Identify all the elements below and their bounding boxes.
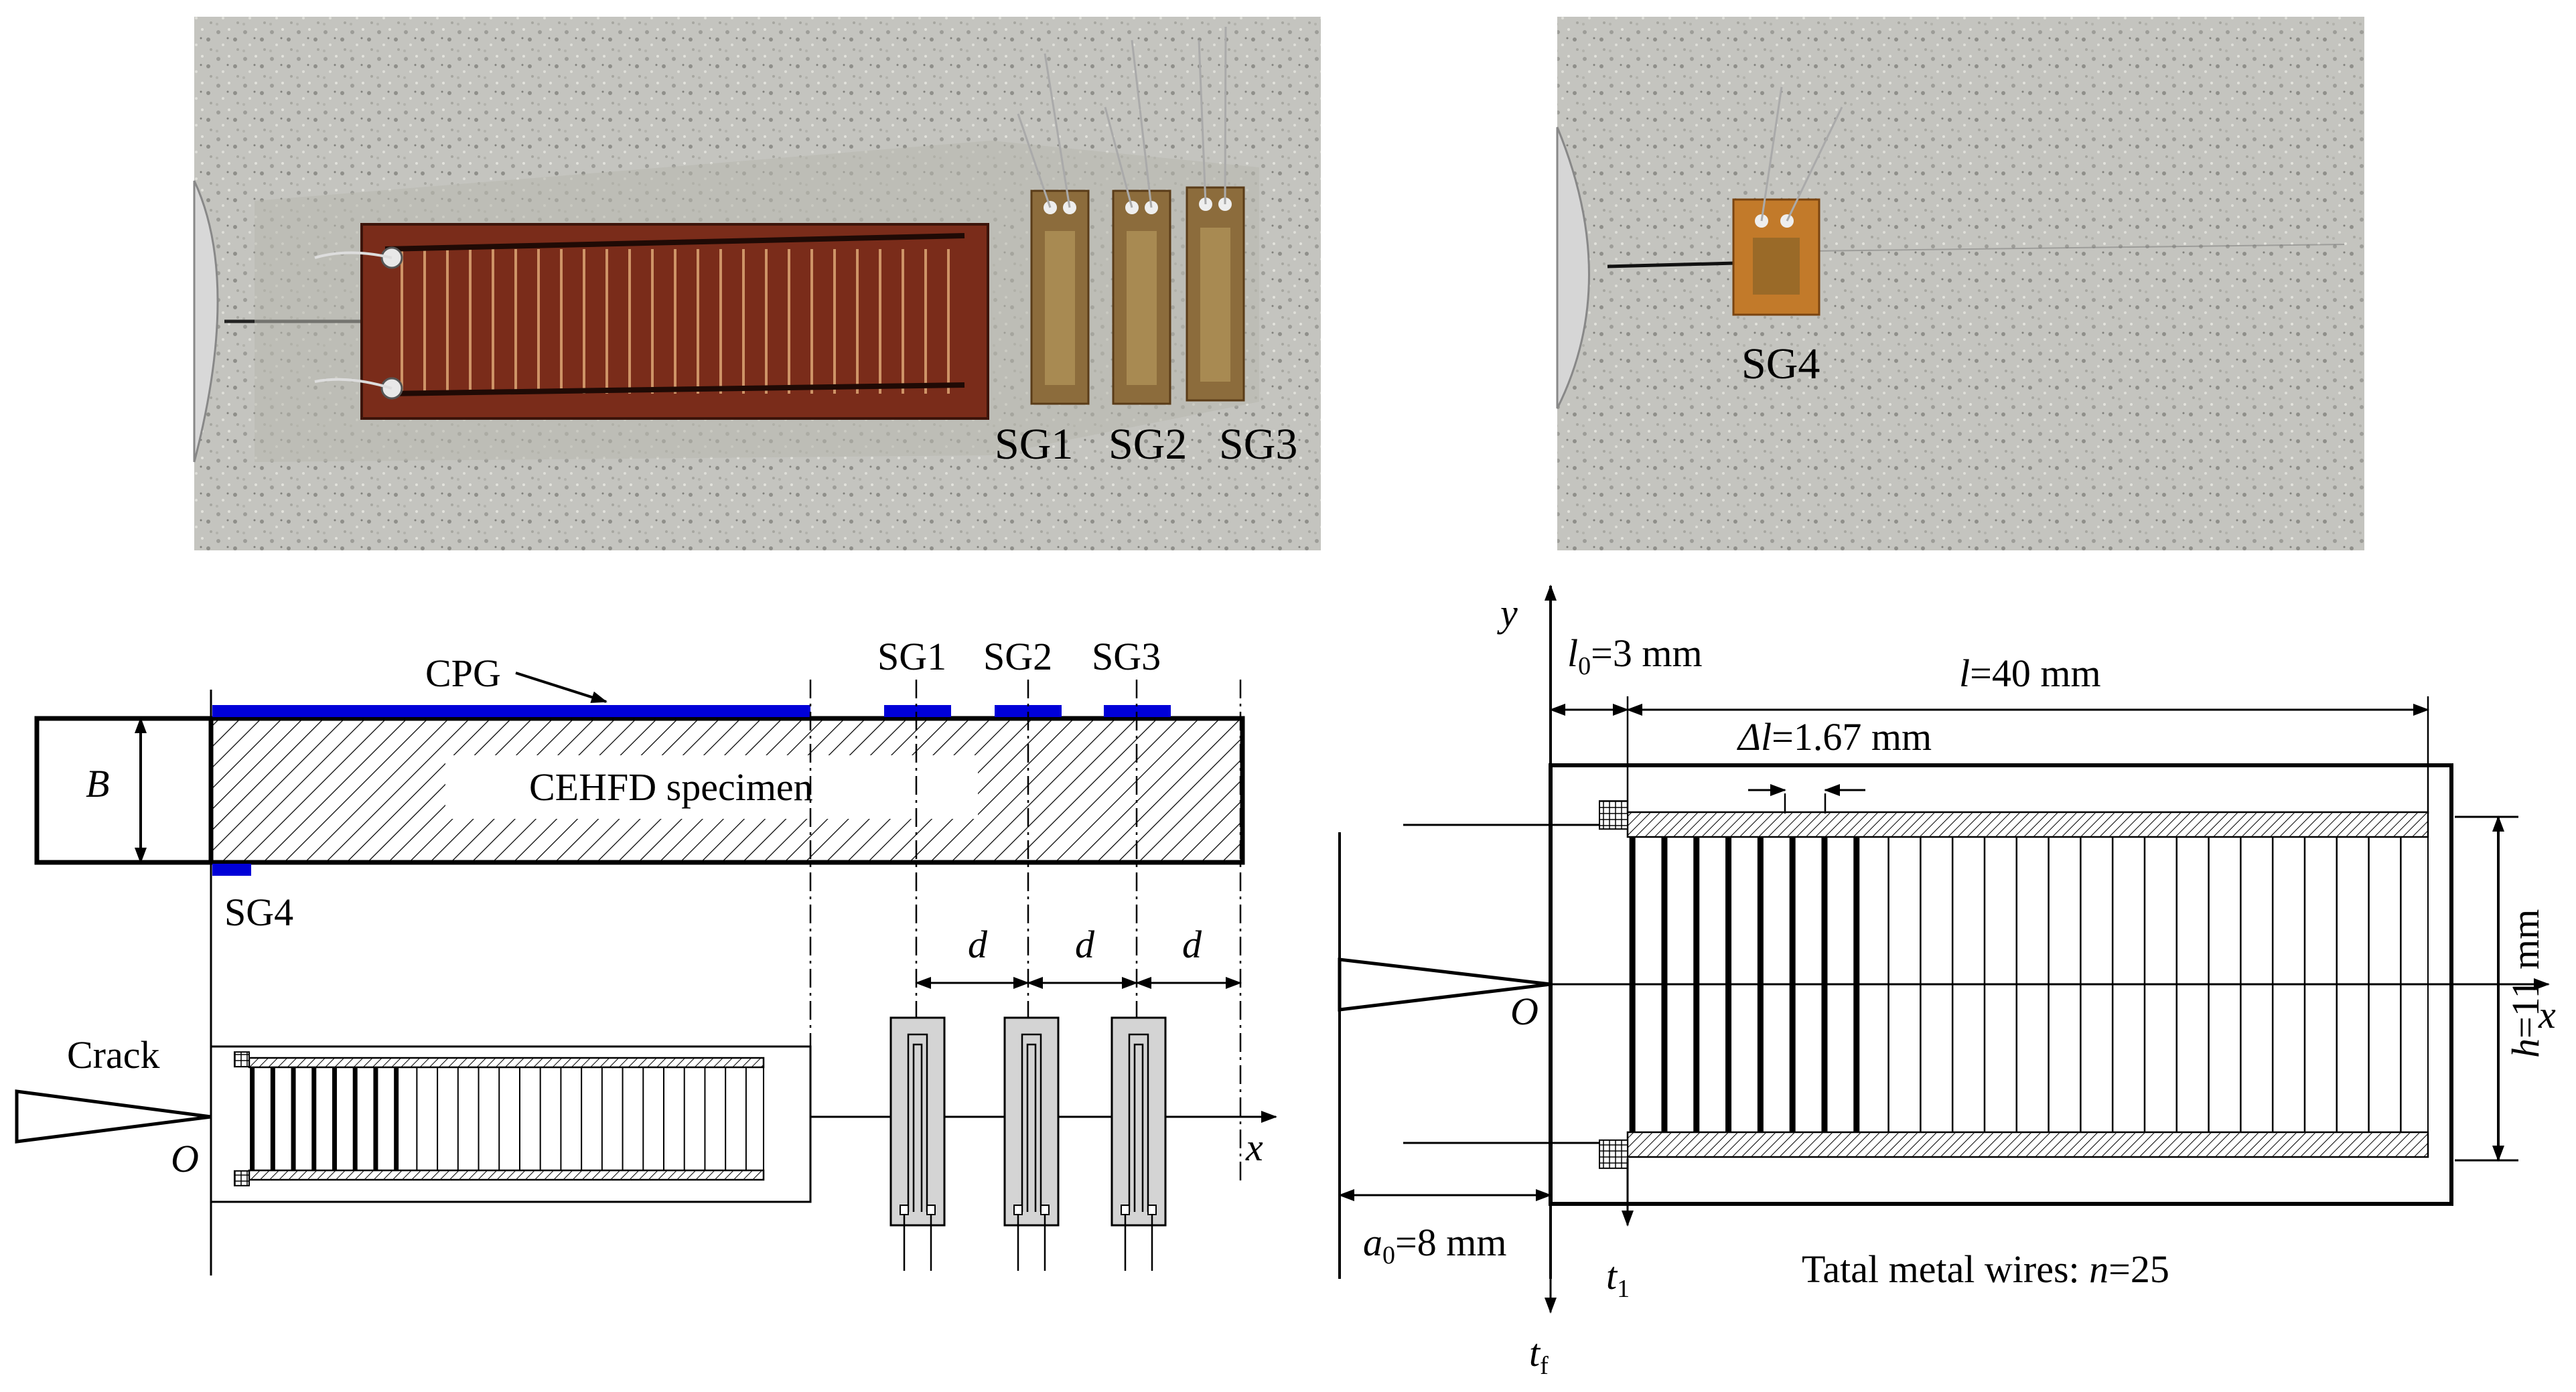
plan-strain-gauges bbox=[889, 1016, 1167, 1271]
cpg-plan bbox=[234, 1051, 765, 1186]
spacing-label-2: d bbox=[1075, 923, 1095, 966]
gauge-tab bbox=[926, 1205, 936, 1215]
notch-block bbox=[34, 716, 214, 865]
sg1-strip bbox=[884, 705, 951, 717]
l-label: l=40 mm bbox=[1959, 651, 2101, 695]
notch-hole bbox=[193, 180, 219, 463]
cpg-terminal bbox=[1599, 800, 1628, 830]
gauge-grid bbox=[907, 1033, 928, 1212]
cpg-wire-lines bbox=[401, 249, 950, 394]
side-view-diagram: CEHFD specimen B CPG SG1 SG2 SG3 SG4 d d bbox=[15, 635, 1277, 1275]
origin-label-side: O bbox=[171, 1137, 199, 1180]
x-axis-label-side: x bbox=[1245, 1126, 1263, 1169]
specimen-label: CEHFD specimen bbox=[529, 765, 813, 809]
photo-label-sg4: SG4 bbox=[1741, 339, 1820, 388]
photo-cpg-specimen: SG1 SG2 SG3 bbox=[193, 17, 1321, 550]
notch-hole bbox=[1556, 127, 1590, 409]
side-label-sg3: SG3 bbox=[1092, 635, 1161, 678]
tf-label: tf bbox=[1529, 1331, 1549, 1380]
t1-label: t1 bbox=[1606, 1254, 1630, 1303]
side-label-sg1: SG1 bbox=[877, 635, 946, 678]
cpg-bus-bottom bbox=[1626, 1131, 2429, 1158]
cpg-label: CPG bbox=[425, 651, 501, 695]
photo-sg4-specimen: SG4 bbox=[1556, 17, 2364, 550]
l0-label: l0=3 mm bbox=[1567, 631, 1703, 680]
cpg-bus-bottom bbox=[248, 1169, 765, 1181]
gauge-grid bbox=[1128, 1033, 1149, 1212]
photo-crack-line bbox=[1607, 261, 1735, 268]
x-axis-label-detail: x bbox=[2538, 993, 2556, 1036]
thickness-label: B bbox=[86, 762, 109, 805]
cpg-terminal bbox=[234, 1051, 250, 1068]
spacing-label-3: d bbox=[1182, 923, 1202, 966]
photo-strain-gauge-3 bbox=[1186, 26, 1245, 402]
gauge-tab bbox=[900, 1205, 909, 1215]
crack-tip-icon bbox=[15, 1089, 212, 1144]
cpg-terminal bbox=[234, 1170, 250, 1186]
side-label-sg2: SG2 bbox=[983, 635, 1052, 678]
cpg-bus-top bbox=[248, 1057, 765, 1069]
sg2-strip bbox=[995, 705, 1062, 717]
gauge-tab bbox=[1040, 1205, 1050, 1215]
side-label-sg4: SG4 bbox=[224, 891, 293, 934]
spacing-label-1: d bbox=[968, 923, 988, 966]
crack-tip-icon bbox=[1338, 957, 1551, 1012]
detail-view-diagram: y x O l0=3 mm l=40 mm Δl=1.67 mm bbox=[1338, 585, 2556, 1380]
plan-strain-gauge-2 bbox=[1003, 1016, 1060, 1271]
gauge-tab bbox=[1147, 1205, 1157, 1215]
delta-l-label: Δl=1.67 mm bbox=[1737, 715, 1932, 759]
gauge-body bbox=[889, 1016, 946, 1227]
cpg-detail-frame bbox=[1549, 763, 2453, 1206]
photo-label-sg2: SG2 bbox=[1108, 420, 1187, 469]
h-label: h=11 mm bbox=[2504, 909, 2547, 1058]
photo-strain-gauge-2 bbox=[1104, 40, 1171, 405]
sg3-strip bbox=[1104, 705, 1171, 717]
photo-strain-gauge-1 bbox=[1017, 53, 1090, 405]
cpg-detail bbox=[1599, 800, 2429, 1169]
gauge-tab bbox=[1121, 1205, 1130, 1215]
cpg-terminal bbox=[1599, 1139, 1628, 1169]
total-wires-label: Tatal metal wires: n=25 bbox=[1802, 1247, 2169, 1291]
cpg-strip bbox=[212, 705, 810, 717]
origin-label-detail: O bbox=[1510, 990, 1539, 1033]
plan-strain-gauge-1 bbox=[889, 1016, 946, 1271]
y-axis-label: y bbox=[1497, 591, 1518, 635]
specimen-label-box bbox=[445, 755, 978, 819]
plan-strain-gauge-3 bbox=[1111, 1016, 1167, 1271]
gauge-body bbox=[1111, 1016, 1167, 1227]
gauge-grid bbox=[1021, 1033, 1042, 1212]
gauge-tab bbox=[1013, 1205, 1023, 1215]
photo-label-sg1: SG1 bbox=[995, 420, 1073, 469]
sg4-strip bbox=[212, 864, 251, 876]
gauge-body bbox=[1003, 1016, 1060, 1227]
cpg-bus-top bbox=[1626, 811, 2429, 838]
a0-label: a0=8 mm bbox=[1363, 1221, 1506, 1269]
crack-label: Crack bbox=[67, 1033, 160, 1077]
photo-label-sg3: SG3 bbox=[1219, 420, 1297, 469]
